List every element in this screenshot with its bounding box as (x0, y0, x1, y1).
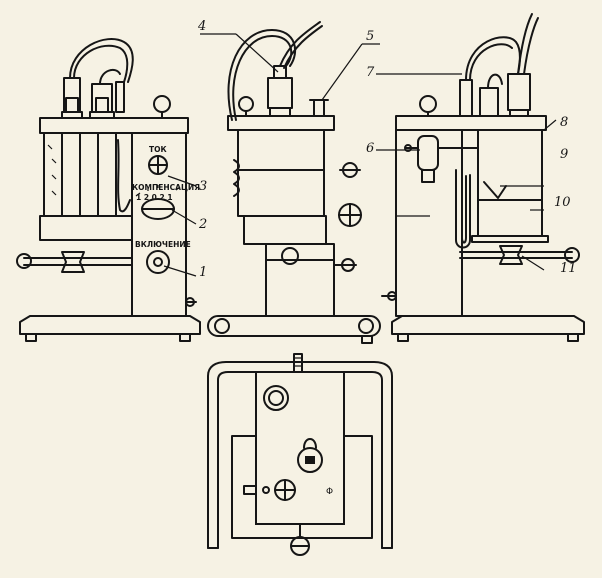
electrode-4 (267, 77, 293, 109)
back-column (395, 129, 463, 317)
top-center-knob (297, 447, 323, 473)
side-loop (227, 29, 297, 121)
front-foot-right (179, 333, 191, 342)
front-cable (117, 139, 131, 213)
front-tube (69, 38, 134, 83)
front-electrode-right (115, 81, 125, 113)
valve-5 (313, 99, 325, 117)
back-top-plate (395, 115, 547, 131)
callout-numbers: 1 2 3 4 5 6 7 8 9 10 11 (197, 19, 577, 280)
side-view (207, 21, 381, 344)
back-electrode (479, 87, 499, 117)
callout-11: 11 (560, 261, 577, 276)
side-base (207, 315, 381, 337)
label-scale: 1 2 0 2 1 (136, 193, 173, 202)
callout-2: 2 (198, 217, 207, 232)
callout-8: 8 (560, 115, 568, 130)
svg-text:Φ: Φ (326, 487, 333, 497)
label-tok: ТОК (149, 145, 167, 154)
callout-4: 4 (197, 19, 206, 34)
front-view (16, 38, 201, 342)
front-base (19, 315, 201, 335)
callout-6: 6 (366, 141, 374, 156)
side-vessel-holder (243, 215, 327, 245)
callout-3: 3 (199, 179, 207, 194)
side-vessel (237, 129, 325, 217)
top-window (263, 385, 289, 411)
top-view: Φ (207, 353, 393, 556)
back-base (391, 315, 585, 335)
drain-9 (483, 181, 507, 199)
top-body (255, 371, 345, 525)
switching-knob (146, 250, 170, 274)
side-top-plate (227, 115, 335, 131)
label-compensation: КОМПЕНСАЦИЯ (132, 183, 200, 192)
front-top-knob (153, 95, 171, 113)
front-foot-left (25, 333, 37, 342)
vessel-8 (477, 129, 543, 237)
side-tube (279, 21, 321, 67)
top-knob (293, 353, 303, 373)
front-vessel-holder (39, 215, 133, 241)
callout-5: 5 (366, 29, 374, 44)
front-top-plate (39, 117, 189, 134)
leader-lines (163, 33, 557, 277)
u-tube (455, 169, 471, 249)
callout-9: 9 (560, 147, 568, 162)
callout-10: 10 (554, 195, 571, 210)
filter-6 (417, 135, 439, 171)
back-view (381, 13, 585, 342)
side-column (265, 243, 335, 317)
side-coil (233, 159, 240, 197)
callout-7: 7 (366, 65, 375, 80)
callout-1: 1 (199, 265, 207, 280)
panel-labels: ТОК КОМПЕНСАЦИЯ 1 2 0 2 1 ВКЛЮЧЕНИЕ (132, 145, 200, 249)
label-switching: ВКЛЮЧЕНИЕ (135, 240, 191, 249)
